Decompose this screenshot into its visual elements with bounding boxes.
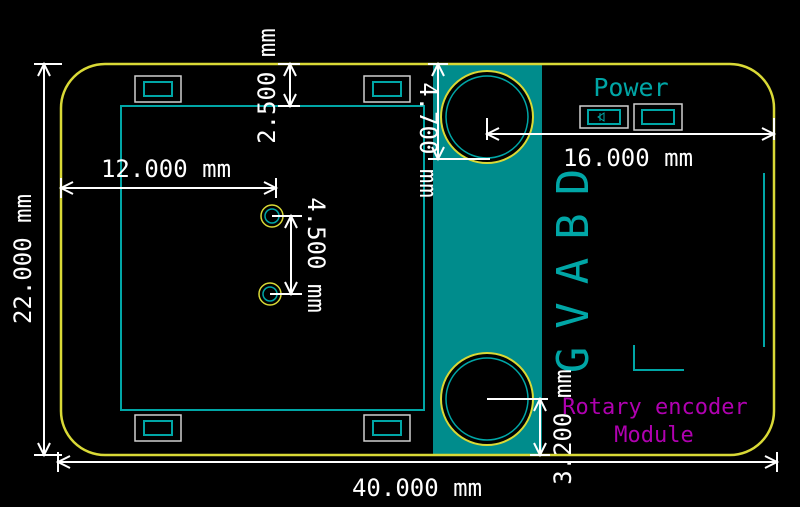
- dim-47-arrow-top: [431, 61, 445, 77]
- dim-25-arrow-bottom: [283, 93, 297, 109]
- encoder-body-outline: [120, 105, 425, 411]
- dim-width-arrow-right: [764, 455, 780, 469]
- module-title-line2: Module: [614, 423, 693, 448]
- dim-12-label: 12.000 mm: [101, 155, 231, 183]
- dimension-labels: 40.000 mm 22.000 mm 12.000 mm 16.000 mm …: [9, 28, 693, 502]
- module-title-line1: Rotary encoder: [562, 395, 747, 420]
- connector-corner-mark: [633, 345, 684, 371]
- board-outline: [59, 62, 776, 457]
- dim-45-arrow-bottom: [284, 281, 298, 297]
- power-led-footprint: [579, 103, 683, 131]
- diode-icon: [597, 112, 605, 122]
- dim-32-arrow-bottom: [533, 442, 547, 458]
- led-pad-outline: [579, 105, 629, 129]
- mounting-pad-inner: [143, 420, 173, 436]
- mounting-hole-top: [440, 70, 534, 164]
- pin-labels: GVABD: [548, 151, 599, 373]
- dim-12-arrow-right: [263, 181, 279, 195]
- dim-height-arrow-bottom: [37, 442, 51, 458]
- encoder-mounting-pads: [134, 75, 411, 442]
- resistor-pad: [641, 109, 675, 125]
- mounting-pad-inner: [372, 420, 402, 436]
- dim-45-label: 4.500 mm: [302, 197, 330, 313]
- dim-16-label: 16.000 mm: [563, 144, 693, 172]
- dim-25-label: 2.500 mm: [253, 28, 281, 144]
- mounting-pad: [134, 75, 182, 103]
- dim-45-arrow-top: [284, 213, 298, 229]
- dim-32-label: 3.200 mm: [549, 369, 577, 485]
- resistor-pad-outline: [633, 103, 683, 131]
- dim-47-arrow-bottom: [431, 146, 445, 162]
- dim-16-arrow-right: [761, 127, 777, 141]
- power-label: Power: [593, 73, 668, 102]
- dim-25-arrow-top: [283, 61, 297, 77]
- dim-12-arrow-left: [58, 181, 74, 195]
- mounting-pad: [363, 414, 411, 442]
- led-pad: [587, 109, 621, 125]
- dim-16-arrow-left: [484, 127, 500, 141]
- dim-width-arrow-left: [55, 455, 71, 469]
- mounting-pad-inner: [143, 81, 173, 97]
- mounting-pad: [363, 75, 411, 103]
- dim-height-label: 22.000 mm: [9, 194, 37, 324]
- dimension-lines: [34, 61, 780, 472]
- dim-width-label: 40.000 mm: [352, 474, 482, 502]
- silkscreen-marks: [633, 173, 765, 371]
- dim-32-arrow-top: [533, 396, 547, 412]
- dim-height-arrow-top: [37, 61, 51, 77]
- mounting-pad-inner: [372, 81, 402, 97]
- dim-47-label: 4.700 mm: [414, 82, 442, 198]
- mounting-pad: [134, 414, 182, 442]
